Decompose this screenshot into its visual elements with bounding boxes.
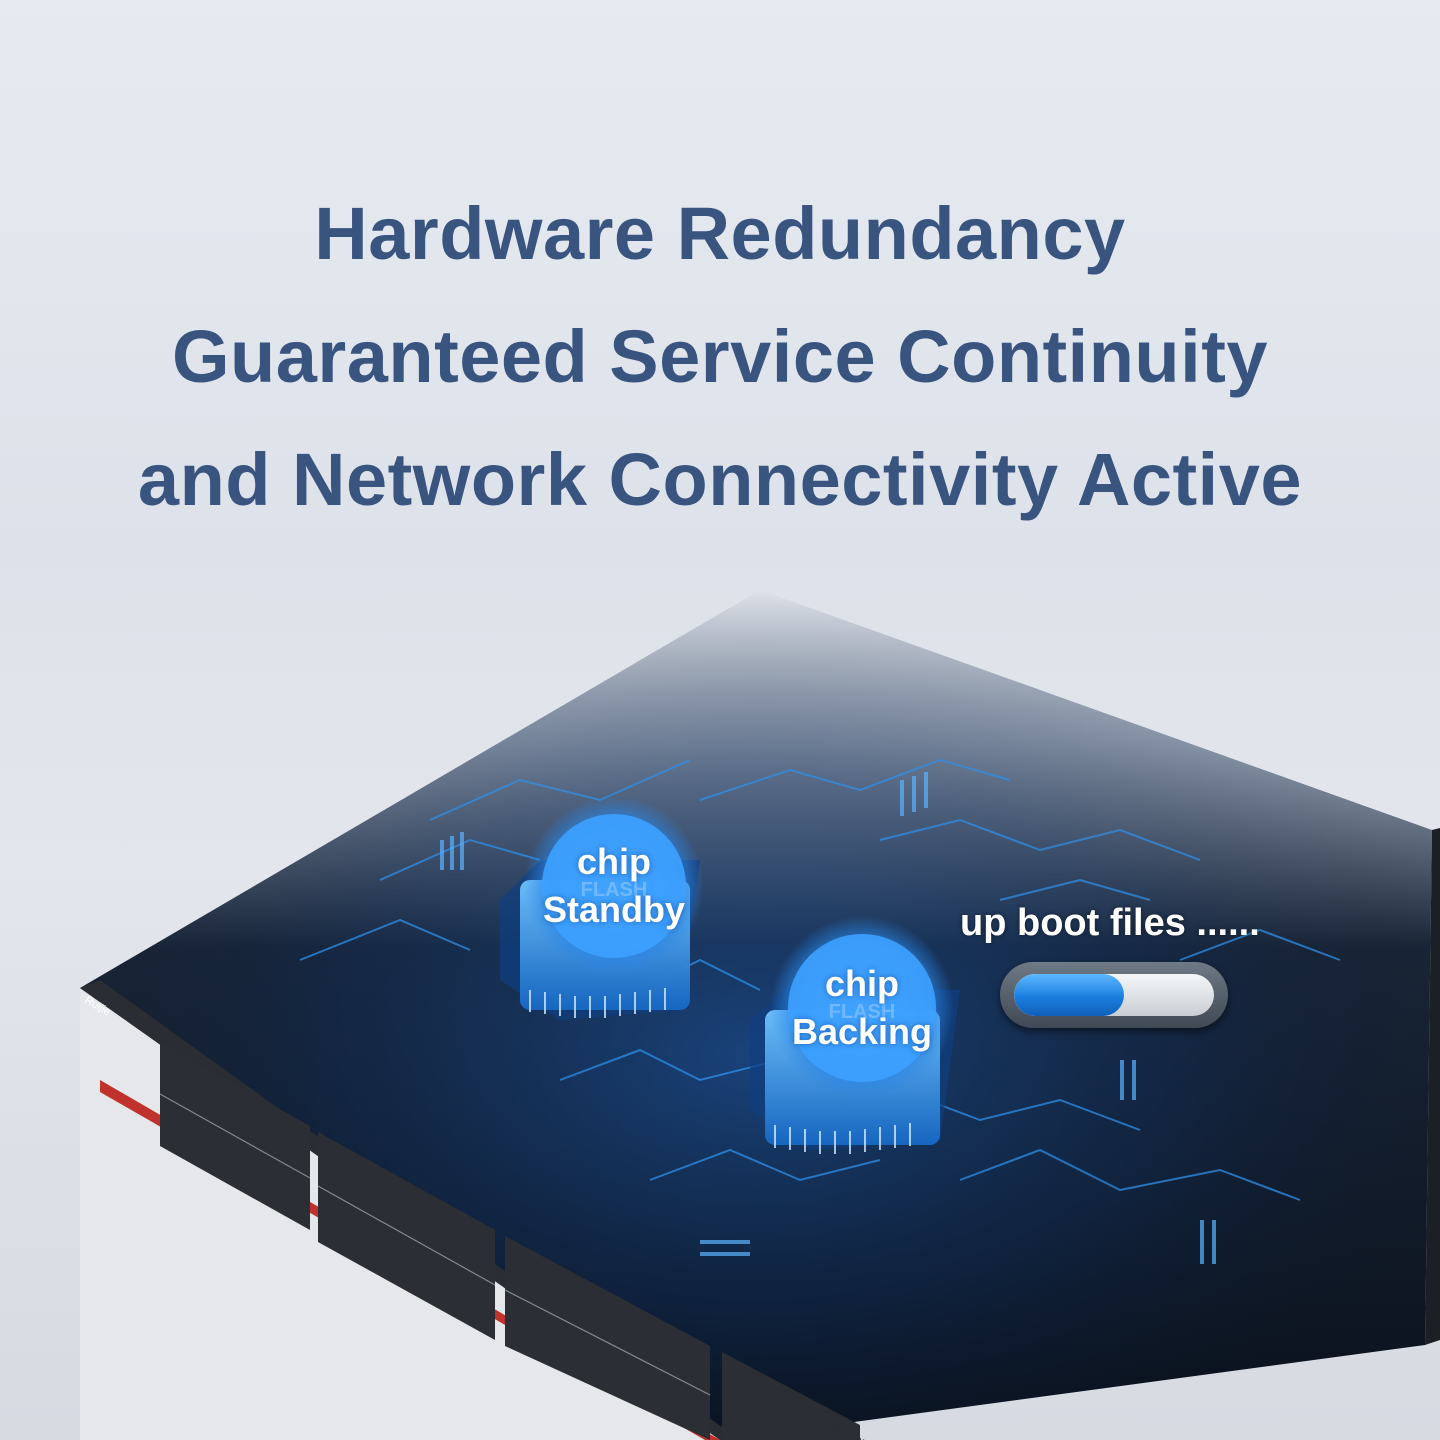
chip-backing-label-line2: Backing (791, 1011, 933, 1052)
progress-fill (1014, 974, 1124, 1016)
chip-backing: FLASH (750, 916, 960, 1154)
headline-line-3: and Network Connectivity Active (137, 438, 1303, 521)
chip-standby-label-line2: Standby (542, 889, 685, 930)
boot-progress-bar (1000, 962, 1228, 1028)
chip-standby-label-line1: chip (576, 841, 651, 882)
progress-track (1014, 974, 1214, 1016)
headline: Hardware Redundancy Guaranteed Service C… (0, 172, 1440, 541)
flash-watermark: FLASH (829, 1001, 896, 1023)
chip-backing-label-line1: chip (824, 963, 899, 1004)
switch-front-panel: Ruijie RG-S57 (80, 980, 876, 1440)
boot-status-text: up boot files ...... (960, 902, 1260, 944)
chip-standby-label: chip Standby (514, 838, 714, 934)
chip-backing-label: chip Backing (762, 960, 962, 1056)
chip-standby: FLASH (500, 796, 704, 1020)
flash-watermark: FLASH (581, 879, 648, 901)
headline-line-1: Hardware Redundancy (314, 192, 1126, 275)
headline-line-2: Guaranteed Service Continuity (172, 315, 1268, 398)
